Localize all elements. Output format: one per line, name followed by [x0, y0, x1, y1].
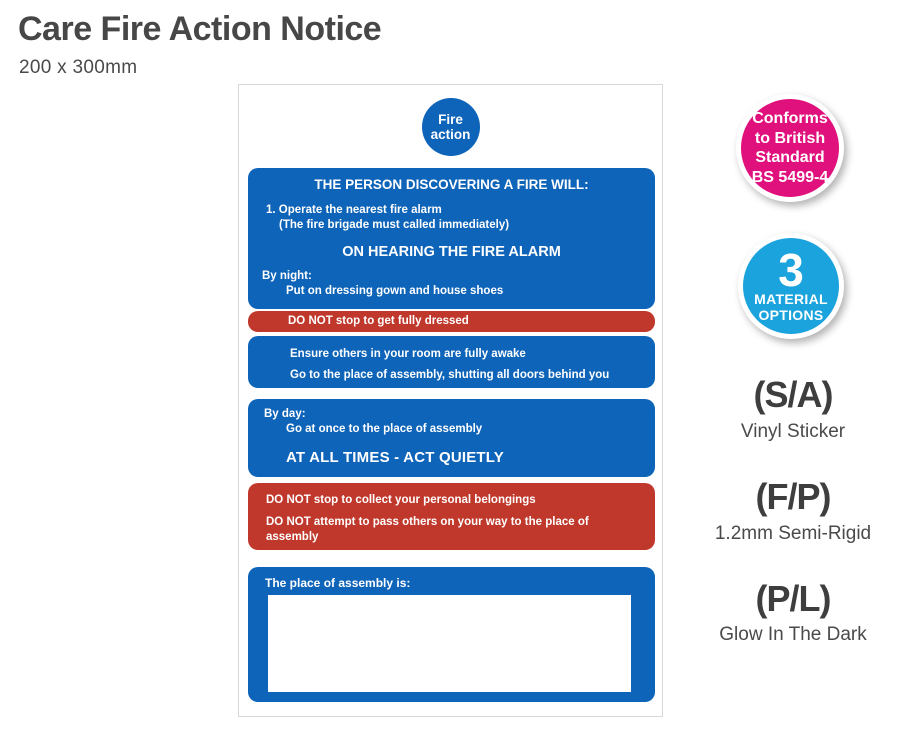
panel-do-not: DO NOT stop to collect your personal bel… — [248, 483, 655, 550]
material-options-count: 3 — [778, 244, 804, 296]
by-day-action: Go at once to the place of assembly — [286, 423, 483, 435]
fire-action-roundel: Fire action — [421, 98, 480, 156]
standard-badge-line1: Conforms — [752, 110, 828, 127]
fire-action-sign: Fire action THE PERSON DISCOVERING A FIR… — [238, 84, 663, 717]
on-hearing-heading: ON HEARING THE FIRE ALARM — [342, 244, 561, 260]
discovering-step: 1. Operate the nearest fire alarm — [266, 204, 442, 216]
page-title: Care Fire Action Notice — [18, 10, 382, 48]
assembly-write-in-box — [268, 595, 631, 692]
standard-badge-line3: Standard — [755, 149, 825, 166]
discovering-step-note: (The fire brigade must called immediatel… — [279, 219, 510, 231]
material-code-fp: (F/P) — [755, 476, 832, 517]
panel-person-discovering: THE PERSON DISCOVERING A FIRE WILL: 1. O… — [248, 168, 655, 309]
standard-badge-line2: to British — [754, 129, 826, 147]
product-size: 200 x 300mm — [19, 57, 138, 78]
panel-assembly-place: The place of assembly is: — [248, 567, 655, 702]
by-night-label: By night: — [262, 270, 312, 282]
material-code-sa: (S/A) — [753, 374, 834, 415]
discovering-heading: THE PERSON DISCOVERING A FIRE WILL: — [314, 177, 589, 192]
do-not-line1: DO NOT stop to collect your personal bel… — [266, 494, 536, 506]
ensure-line1: Ensure others in your room are fully awa… — [290, 348, 526, 360]
material-label-semi-rigid: 1.2mm Semi-Rigid — [714, 523, 872, 544]
material-label-vinyl-sticker: Vinyl Sticker — [740, 421, 846, 442]
do-not-line2: DO NOT attempt to pass others on your wa… — [266, 516, 589, 543]
roundel-line1: Fire — [438, 112, 463, 127]
british-standard-badge: Conforms to British Standard BS 5499-4 — [736, 94, 844, 202]
panel-by-day: By day: Go at once to the place of assem… — [248, 399, 655, 477]
material-code-pl: (P/L) — [755, 578, 832, 619]
assembly-label: The place of assembly is: — [265, 576, 411, 590]
by-day-label: By day: — [264, 408, 306, 420]
act-quietly-line: AT ALL TIMES - ACT QUIETLY — [286, 449, 504, 466]
material-options-word1: MATERIAL — [754, 291, 828, 307]
panel-ensure-others: Ensure others in your room are fully awa… — [248, 336, 655, 388]
ensure-line2: Go to the place of assembly, shutting al… — [290, 369, 610, 381]
material-options-badge: 3 MATERIAL OPTIONS — [738, 233, 844, 339]
material-options-word2: OPTIONS — [758, 307, 824, 323]
do-not-dressed-bar: DO NOT stop to get fully dressed — [248, 311, 655, 332]
material-label-glow-in-dark: Glow In The Dark — [719, 624, 867, 645]
standard-badge-line4: BS 5499-4 — [751, 168, 829, 186]
roundel-line2: action — [430, 127, 471, 142]
by-night-action: Put on dressing gown and house shoes — [286, 285, 504, 297]
